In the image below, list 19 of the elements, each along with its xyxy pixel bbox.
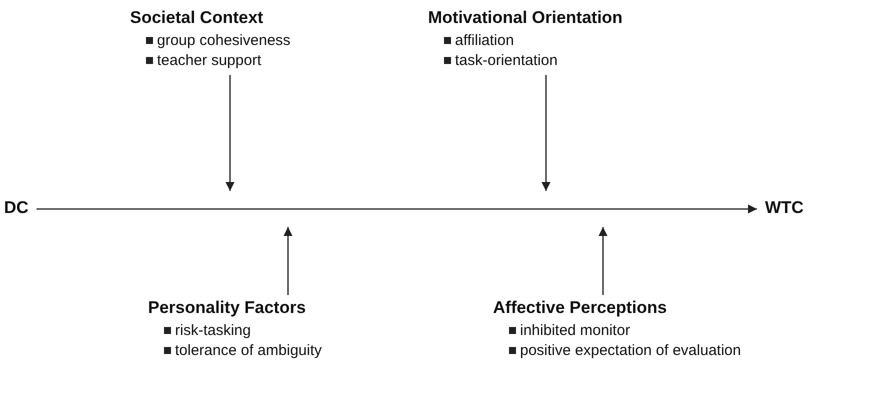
factor-item: tolerance of ambiguity bbox=[175, 342, 322, 359]
factor-item: positive expectation of evaluation bbox=[520, 342, 741, 359]
endpoint-label: WTC bbox=[765, 198, 804, 218]
factor-heading: Motivational Orientation bbox=[428, 8, 623, 28]
factor-item: affiliation bbox=[455, 32, 514, 49]
factor-item: risk-tasking bbox=[175, 322, 251, 339]
factor-heading: Societal Context bbox=[130, 8, 264, 28]
factor-item: task-orientation bbox=[455, 52, 558, 69]
arrow bbox=[36, 204, 757, 214]
factor-item: teacher support bbox=[157, 52, 262, 69]
factor-item: inhibited monitor bbox=[520, 322, 630, 339]
endpoint-label: DC bbox=[4, 198, 29, 218]
factor-heading: Personality Factors bbox=[148, 298, 307, 318]
arrow bbox=[283, 227, 293, 295]
factor-item: group cohesiveness bbox=[157, 32, 290, 49]
arrow bbox=[541, 75, 551, 191]
arrow bbox=[225, 75, 235, 191]
arrow bbox=[598, 227, 608, 295]
factor-heading: Affective Perceptions bbox=[493, 298, 668, 318]
